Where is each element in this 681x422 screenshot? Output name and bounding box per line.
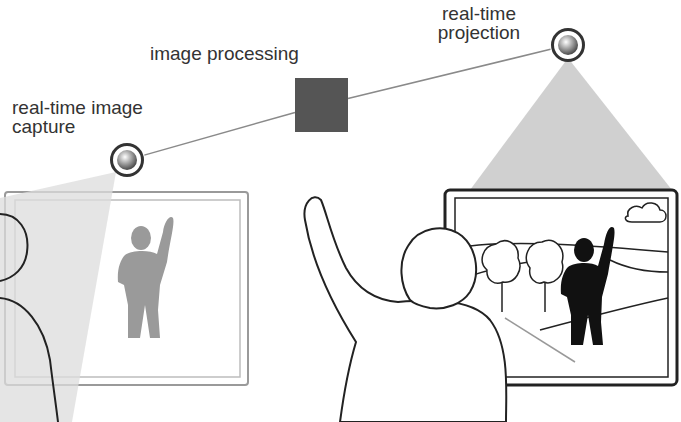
viewer-left	[0, 214, 58, 422]
lens-glass	[558, 35, 578, 55]
black-silhouette	[561, 227, 615, 345]
node-label: real-time projection	[423, 4, 535, 42]
camera-node: real-time image capture	[110, 143, 144, 177]
camera-node: real-time projection	[551, 28, 585, 62]
lens-symbol	[551, 28, 585, 62]
lens-ring	[112, 145, 143, 176]
signal-line	[348, 49, 551, 98]
lens-ring	[553, 30, 584, 61]
capture-cone	[0, 172, 116, 422]
lens-glass	[117, 150, 137, 170]
lens-symbol	[110, 143, 144, 177]
grey-silhouette	[118, 217, 174, 338]
processing-box: image processing	[295, 78, 348, 132]
node-label: real-time image capture	[12, 98, 187, 136]
node-label: image processing	[150, 44, 350, 63]
viewer-right	[304, 197, 506, 422]
signal-line	[144, 112, 295, 155]
projection-cone	[470, 58, 672, 190]
